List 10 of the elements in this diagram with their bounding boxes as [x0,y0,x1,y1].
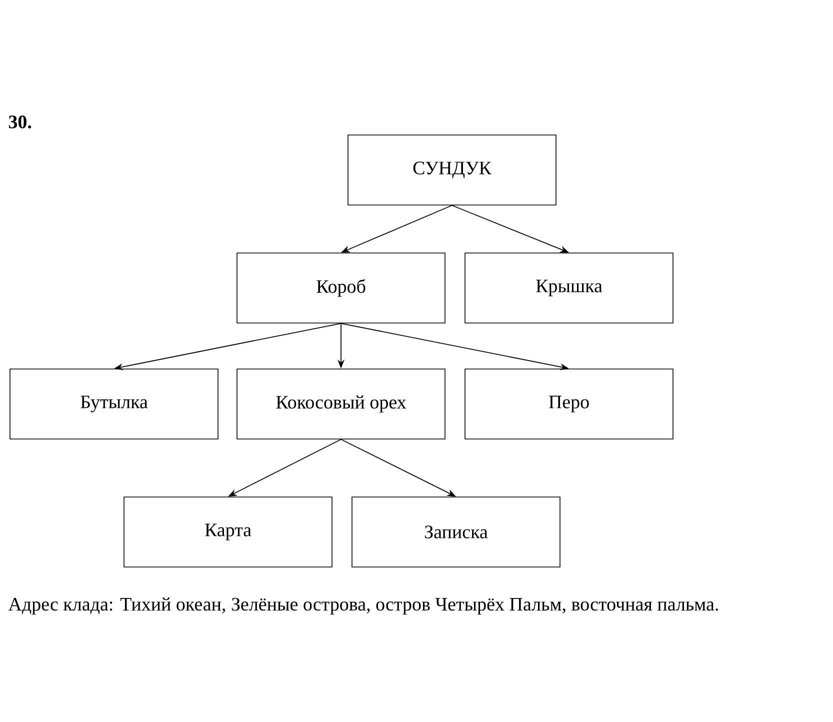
box: Бутылка [10,368,218,440]
box: Кокосовый орех [236,368,446,440]
box: СУНДУК [348,134,556,206]
box: Карта [124,496,332,568]
note: Адрес клада: Тихий океан, Зелёные острова, остров Четырёх Пальм, восточная пальма. [8,597,718,614]
problem-number: 30. [8,116,32,128]
box: Записка [352,496,560,568]
box: Короб [236,252,446,324]
box: Перо [464,368,674,440]
box: Крышка [464,252,674,324]
